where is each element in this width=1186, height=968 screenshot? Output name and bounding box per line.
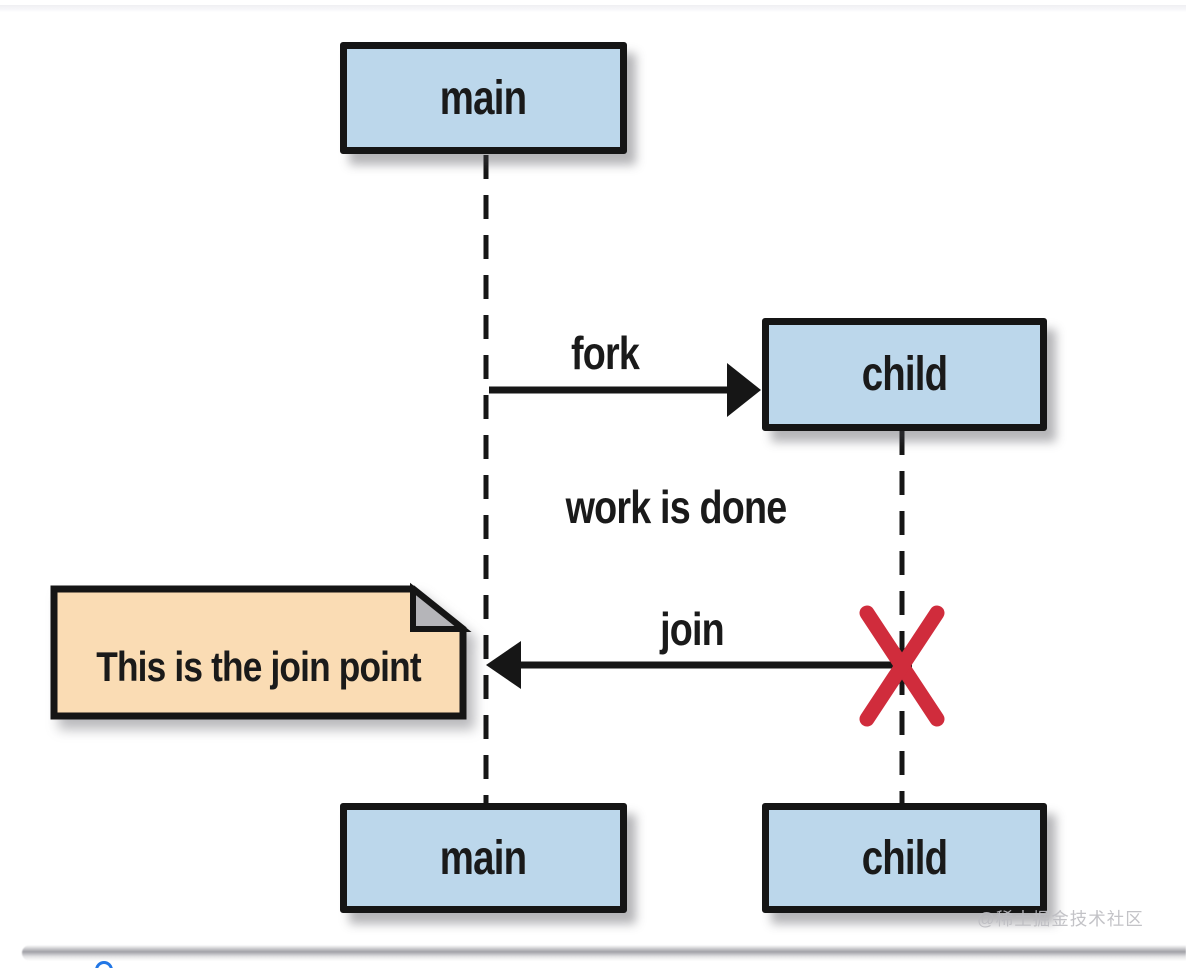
note-text: This is the join point (96, 642, 421, 690)
join-arrowhead-icon (486, 641, 521, 689)
actor-label-main-top: main (440, 71, 527, 125)
note-shape (50, 582, 472, 720)
actor-label-child-top: child (861, 348, 948, 401)
watermark: @稀土掘金技术社区 (977, 909, 1144, 929)
fork-arrowhead-icon (727, 363, 761, 417)
actor-box-child-bottom: child (762, 803, 1047, 913)
message-label-work-is-done: work is done (565, 481, 788, 533)
actor-box-main-top: main (340, 42, 627, 154)
bottom-edge-shadow (22, 945, 1186, 961)
message-label-join: join (660, 603, 725, 655)
actor-label-child-bottom: child (861, 831, 948, 885)
message-label-fork: fork (571, 327, 640, 379)
actor-box-main-bottom: main (340, 803, 627, 913)
link-bullet-icon[interactable] (95, 961, 113, 968)
note-fold-corner-icon (410, 582, 472, 632)
note-join-point: This is the join point (50, 582, 472, 720)
actor-label-main-bottom: main (440, 831, 527, 885)
actor-box-child-top: child (762, 318, 1047, 431)
note-body (50, 585, 467, 720)
terminate-x-icon (859, 605, 945, 727)
top-divider (0, 5, 1186, 12)
